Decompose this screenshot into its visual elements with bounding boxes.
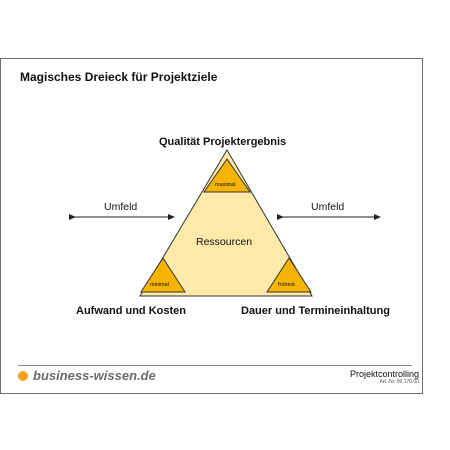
brand-logo: business-wissen.de	[18, 368, 156, 383]
corner-label-left: minimal	[150, 282, 169, 288]
slide-title: Magisches Dreieck für Projektziele	[20, 70, 218, 84]
orange-dot-icon	[18, 370, 28, 381]
footer-divider	[18, 365, 412, 366]
top-goal-label: Qualität Projektergebnis	[159, 136, 287, 148]
brand-text: business-wissen.de	[33, 368, 156, 383]
center-resources-label: Ressourcen	[196, 236, 253, 248]
corner-label-right: frühest	[278, 282, 295, 288]
left-goal-label: Aufwand und Kosten	[76, 305, 186, 317]
right-goal-label: Dauer und Termineinhaltung	[241, 305, 390, 317]
main-triangle	[139, 149, 313, 297]
corner-triangle-right	[266, 257, 312, 293]
left-arrow-label: Umfeld	[104, 201, 138, 213]
footer-title: Projektcontrolling	[349, 369, 419, 379]
right-arrow-label: Umfeld	[311, 201, 345, 213]
footer-code: Art.-Nr. 99.170.00	[379, 379, 419, 385]
corner-triangle-left	[140, 257, 186, 293]
corner-triangle-top	[203, 158, 251, 193]
corner-label-top: maximal	[215, 182, 236, 188]
